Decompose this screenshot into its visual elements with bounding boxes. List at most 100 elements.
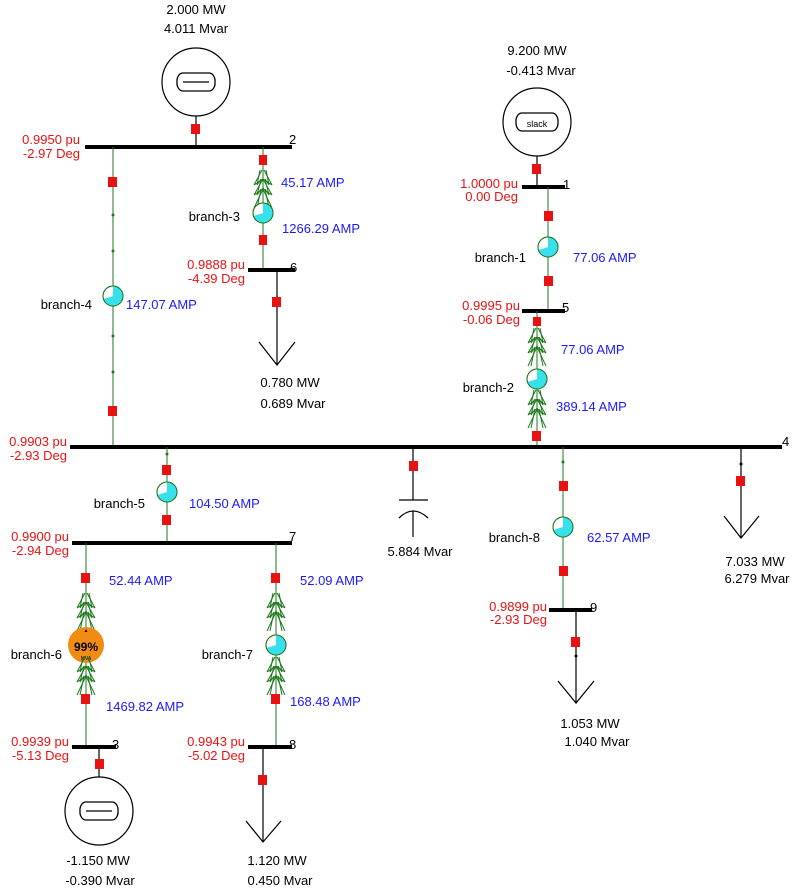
branch-6-loading-indicator[interactable] bbox=[68, 627, 104, 663]
branch-4[interactable]: branch-4 147.07 AMP bbox=[41, 147, 197, 447]
branch-2-breaker-bottom[interactable] bbox=[532, 431, 541, 441]
load-4-mw: 7.033 MW bbox=[725, 554, 785, 569]
branch-1-label: branch-1 bbox=[475, 250, 526, 265]
branch-2[interactable]: branch-2 77.06 AMP 389.14 AMP bbox=[463, 311, 627, 447]
slack-generator[interactable]: 9.200 MW -0.413 Mvar slack bbox=[502, 43, 576, 187]
bus-1-angle: 0.00 Deg bbox=[465, 189, 518, 204]
generator-bus-2[interactable]: 2.000 MW 4.011 Mvar bbox=[161, 2, 231, 147]
branch-5-meter-icon[interactable] bbox=[156, 481, 178, 503]
bus-4[interactable]: 4 0.9903 pu -2.93 Deg bbox=[9, 434, 789, 463]
branch-3-meter-icon[interactable] bbox=[252, 202, 274, 224]
branch-8[interactable]: branch-8 62.57 AMP bbox=[489, 447, 651, 610]
branch-6[interactable]: ▲ 99% MVA branch-6 52.44 AMP 1469.82 AMP bbox=[11, 543, 184, 747]
branch-3[interactable]: branch-3 45.17 AMP 1266.29 AMP bbox=[189, 147, 360, 270]
branch-3-breaker-bottom[interactable] bbox=[259, 235, 267, 245]
branch-1-meter-icon[interactable] bbox=[537, 236, 559, 258]
branch-5-breaker-bottom[interactable] bbox=[162, 515, 171, 525]
generator-bus-3[interactable]: -1.150 MW -0.390 Mvar bbox=[64, 747, 135, 888]
branch-8-breaker-top[interactable] bbox=[559, 481, 568, 491]
generator-symbol-icon bbox=[176, 72, 216, 92]
load-arrow-icon bbox=[258, 341, 296, 366]
branch-6-breaker-top[interactable] bbox=[81, 573, 90, 583]
bus-7-voltage: 0.9900 pu bbox=[11, 529, 69, 544]
branch-5-label: branch-5 bbox=[94, 496, 145, 511]
branch-4-breaker-top[interactable] bbox=[108, 177, 117, 187]
branch-3-breaker-top[interactable] bbox=[259, 155, 267, 165]
bus-6[interactable]: 6 0.9888 pu -4.39 Deg bbox=[187, 257, 297, 286]
branch-5[interactable]: branch-5 104.50 AMP bbox=[94, 447, 260, 543]
load-6-mw: 0.780 MW bbox=[260, 375, 320, 390]
branch-4-breaker-bottom[interactable] bbox=[108, 406, 117, 416]
bus-4-angle: -2.93 Deg bbox=[10, 448, 67, 463]
shunt-capacitor[interactable]: 5.884 Mvar bbox=[387, 447, 453, 559]
branch-1[interactable]: branch-1 77.06 AMP bbox=[475, 187, 637, 311]
branch-2-meter-icon[interactable] bbox=[526, 368, 548, 390]
slack-breaker[interactable] bbox=[532, 164, 541, 174]
generator-2-mw: 2.000 MW bbox=[166, 2, 226, 17]
bus-2-number: 2 bbox=[289, 132, 296, 147]
branch-1-breaker-bottom[interactable] bbox=[544, 276, 553, 286]
bus-9[interactable]: 9 0.9899 pu -2.93 Deg bbox=[489, 599, 597, 627]
generator-3-breaker[interactable] bbox=[95, 759, 104, 769]
bus-5[interactable]: 5 0.9995 pu -0.06 Deg bbox=[462, 298, 569, 327]
branch-4-meter-icon[interactable] bbox=[102, 285, 124, 307]
generator-symbol-icon bbox=[515, 112, 559, 132]
branch-2-breaker-top[interactable] bbox=[533, 317, 541, 326]
shunt-breaker[interactable] bbox=[409, 461, 418, 471]
branch-1-breaker-top[interactable] bbox=[544, 211, 553, 221]
bus-4-voltage: 0.9903 pu bbox=[9, 434, 67, 449]
branch-2-amp-bottom: 389.14 AMP bbox=[556, 399, 627, 414]
load-4-mvar: 6.279 Mvar bbox=[724, 571, 790, 586]
load-4-breaker[interactable] bbox=[736, 476, 745, 486]
branch-8-breaker-bottom[interactable] bbox=[559, 566, 568, 576]
branch-5-amp: 104.50 AMP bbox=[189, 496, 260, 511]
branch-6-breaker-bottom[interactable] bbox=[81, 694, 90, 704]
bus-7-number: 7 bbox=[289, 529, 296, 544]
generator-2-mvar: 4.011 Mvar bbox=[164, 21, 229, 36]
bus-3[interactable]: 3 0.9939 pu -5.13 Deg bbox=[11, 734, 119, 763]
branch-8-label: branch-8 bbox=[489, 530, 540, 545]
bus-7[interactable]: 7 0.9900 pu -2.94 Deg bbox=[11, 529, 296, 558]
bus-9-number: 9 bbox=[590, 600, 597, 615]
branch-6-loading-unit: MVA bbox=[81, 656, 92, 662]
slack-mw: 9.200 MW bbox=[507, 43, 567, 58]
load-arrow-icon bbox=[245, 820, 282, 843]
branch-7-meter-icon[interactable] bbox=[265, 634, 287, 656]
bus-2[interactable]: 2 0.9950 pu -2.97 Deg bbox=[22, 132, 296, 161]
bus-3-voltage: 0.9939 pu bbox=[11, 734, 69, 749]
branch-7-amp-top: 52.09 AMP bbox=[300, 573, 364, 588]
branch-7-breaker-bottom[interactable] bbox=[271, 694, 280, 704]
branch-5-breaker-top[interactable] bbox=[162, 465, 171, 475]
branch-7[interactable]: branch-7 52.09 AMP 168.48 AMP bbox=[202, 543, 364, 747]
bus-1-number: 1 bbox=[563, 177, 570, 192]
load-bus-9[interactable]: 1.053 MW 1.040 Mvar bbox=[557, 610, 630, 749]
branch-2-amp-top: 77.06 AMP bbox=[561, 342, 625, 357]
load-bus-4[interactable]: 7.033 MW 6.279 Mvar bbox=[723, 447, 790, 586]
load-9-breaker[interactable] bbox=[571, 637, 580, 647]
branch-3-amp-bottom: 1266.29 AMP bbox=[282, 221, 360, 236]
load-bus-8[interactable]: 1.120 MW 0.450 Mvar bbox=[245, 747, 313, 888]
load-bus-6[interactable]: 0.780 MW 0.689 Mvar bbox=[258, 270, 326, 411]
generator-symbol-icon bbox=[79, 801, 119, 821]
bus-7-angle: -2.94 Deg bbox=[12, 543, 69, 558]
slack-label: slack bbox=[527, 119, 548, 129]
load-6-breaker[interactable] bbox=[272, 297, 281, 307]
load-arrow-icon bbox=[557, 680, 595, 704]
load-6-mvar: 0.689 Mvar bbox=[260, 396, 326, 411]
bus-4-number: 4 bbox=[782, 434, 789, 449]
bus-5-voltage: 0.9995 pu bbox=[462, 298, 520, 313]
branch-6-arrow-icon: ▲ bbox=[84, 628, 89, 634]
branch-8-meter-icon[interactable] bbox=[552, 516, 574, 538]
load-8-breaker[interactable] bbox=[258, 775, 267, 785]
bus-5-angle: -0.06 Deg bbox=[463, 312, 520, 327]
generator-2-breaker[interactable] bbox=[191, 124, 200, 134]
branch-7-breaker-top[interactable] bbox=[271, 573, 280, 583]
branch-4-label: branch-4 bbox=[41, 297, 92, 312]
load-9-mw: 1.053 MW bbox=[560, 716, 620, 731]
bus-1[interactable]: 1 1.0000 pu 0.00 Deg bbox=[460, 176, 570, 204]
branch-1-amp: 77.06 AMP bbox=[573, 250, 637, 265]
bus-8[interactable]: 8 0.9943 pu -5.02 Deg bbox=[187, 734, 296, 763]
load-8-mw: 1.120 MW bbox=[247, 853, 307, 868]
branch-6-amp-bottom: 1469.82 AMP bbox=[106, 699, 184, 714]
